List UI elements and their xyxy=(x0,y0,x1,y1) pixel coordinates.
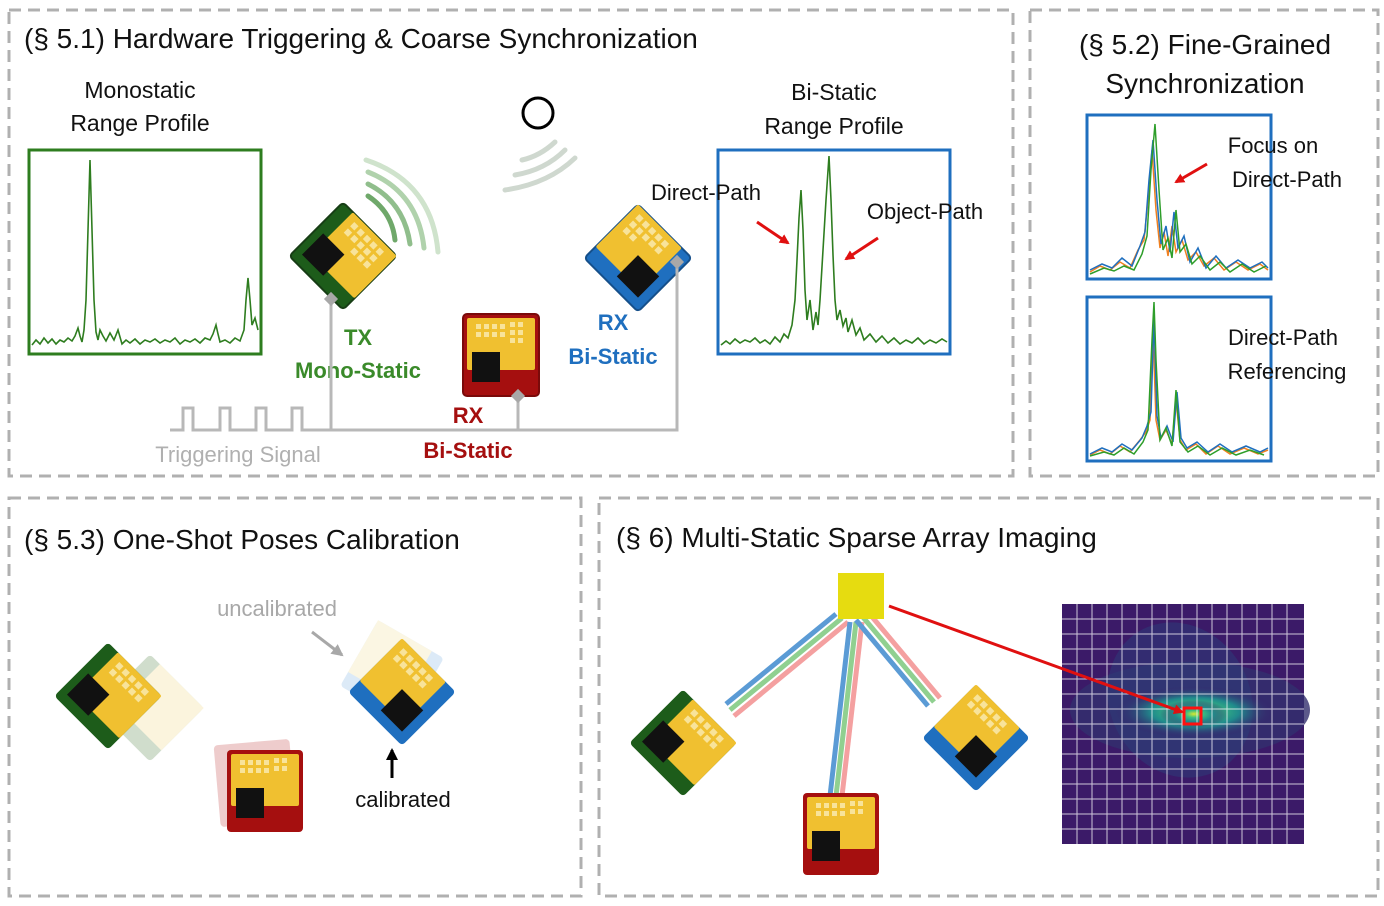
imaging-heatmap xyxy=(1062,604,1310,844)
panel-6-border xyxy=(597,496,1380,898)
direct-path-label: Direct-Path xyxy=(651,180,761,205)
mono-profile-label-2: Range Profile xyxy=(70,110,209,136)
rx-red-radar-board xyxy=(462,313,540,397)
panel-6-title: (§ 6) Multi-Static Sparse Array Imaging xyxy=(616,522,1097,553)
beam-to-red xyxy=(827,621,865,797)
panel-5-1-title: (§ 5.1) Hardware Triggering & Coarse Syn… xyxy=(24,23,698,54)
panel-5-2-title-line1: (§ 5.2) Fine-Grained xyxy=(1079,29,1331,60)
wire-connector-nodes xyxy=(323,254,685,404)
tx-label: TX xyxy=(344,325,372,350)
tx-radar-waves xyxy=(363,157,441,255)
calib-green-board xyxy=(55,643,161,749)
panel-5-3-border xyxy=(7,496,583,898)
focus-arrow xyxy=(1174,162,1208,184)
panel-5-3-title: (§ 5.3) One-Shot Poses Calibration xyxy=(24,524,460,555)
rx-red-label: RX xyxy=(453,403,484,428)
array-blue-board xyxy=(923,685,1029,791)
beam-to-blue xyxy=(854,610,942,708)
calib-blue-board xyxy=(349,639,455,745)
uncalibrated-label: uncalibrated xyxy=(217,596,337,621)
heatmap-target-marker xyxy=(1182,706,1203,726)
calibrated-label: calibrated xyxy=(355,787,450,812)
target-to-image-arrow xyxy=(888,604,1184,714)
uncalibrated-arrow xyxy=(311,630,344,657)
focus-label-1: Focus on xyxy=(1228,133,1319,158)
target-circle-icon xyxy=(521,96,555,130)
tx-radar-board xyxy=(289,202,397,310)
panel-5-2-title-line2: Synchronization xyxy=(1105,68,1304,99)
ref-label-1: Direct-Path xyxy=(1228,325,1338,350)
array-green-board xyxy=(630,690,736,796)
object-path-label: Object-Path xyxy=(867,199,983,224)
panel-5-1-border xyxy=(7,8,1015,478)
bistatic-range-profile-plot xyxy=(716,148,952,356)
panel-borders xyxy=(7,8,1380,898)
target-reflection-waves xyxy=(502,139,578,193)
triggering-signal-label: Triggering Signal xyxy=(155,442,321,467)
object-path-arrow xyxy=(844,236,879,261)
imaging-target-square xyxy=(838,573,884,619)
tx-sublabel: Mono-Static xyxy=(295,358,421,383)
beam-to-green xyxy=(724,612,850,718)
ref-label-2: Referencing xyxy=(1228,359,1347,384)
array-red-board xyxy=(803,793,879,875)
target-object xyxy=(502,96,578,193)
heatmap-grid xyxy=(1062,604,1304,844)
rx-red-sublabel: Bi-Static xyxy=(423,438,512,463)
multistatic-beams xyxy=(724,610,942,797)
direct-path-arrow xyxy=(756,220,790,245)
mono-profile-label-1: Monostatic xyxy=(84,77,195,103)
bi-profile-label-1: Bi-Static xyxy=(791,79,877,105)
rx-blue-radar-board xyxy=(584,204,692,312)
direct-path-referencing-plot xyxy=(1085,295,1273,463)
calib-red-board xyxy=(227,750,303,832)
panel-5-2-border xyxy=(1028,8,1380,478)
bi-profile-label-2: Range Profile xyxy=(764,113,903,139)
rx-blue-sublabel: Bi-Static xyxy=(568,344,657,369)
focus-direct-path-plot xyxy=(1085,113,1273,281)
focus-label-2: Direct-Path xyxy=(1232,167,1342,192)
rx-blue-label: RX xyxy=(598,310,629,335)
monostatic-range-profile-plot xyxy=(27,148,263,356)
